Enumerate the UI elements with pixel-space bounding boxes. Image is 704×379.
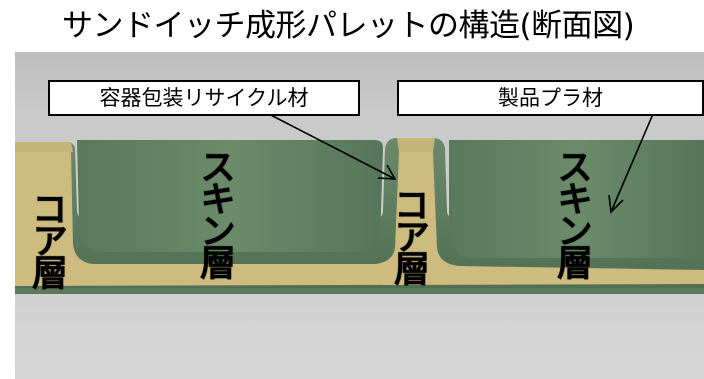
core-wall-rim-left (15, 142, 73, 152)
arrow-recycle-head (377, 164, 397, 180)
callout-product-plastic: 製品プラ材 (397, 80, 704, 116)
pallet-cross-section-drawing (15, 110, 704, 294)
diagram-title: サンドイッチ成形パレットの構造(断面図) (62, 8, 635, 44)
arrow-product-head (608, 194, 624, 214)
arrow-recycle-line (262, 110, 396, 180)
skin-pocket-left (77, 140, 383, 252)
bottom-skin-line (15, 288, 704, 294)
arrow-product-line (610, 113, 654, 213)
core-layer-label-mid: コア層 (388, 186, 429, 282)
core-layer (15, 144, 704, 286)
skin-layer-label-left: スキン層 (194, 148, 235, 276)
core-wall-rim-mid (397, 138, 435, 152)
skin-pocket-right (449, 140, 704, 258)
callout-recycle-material: 容器包装リサイクル材 (48, 80, 360, 116)
core-layer-label-left: コア層 (26, 190, 67, 286)
skin-layer-label-right: スキン層 (551, 148, 592, 276)
